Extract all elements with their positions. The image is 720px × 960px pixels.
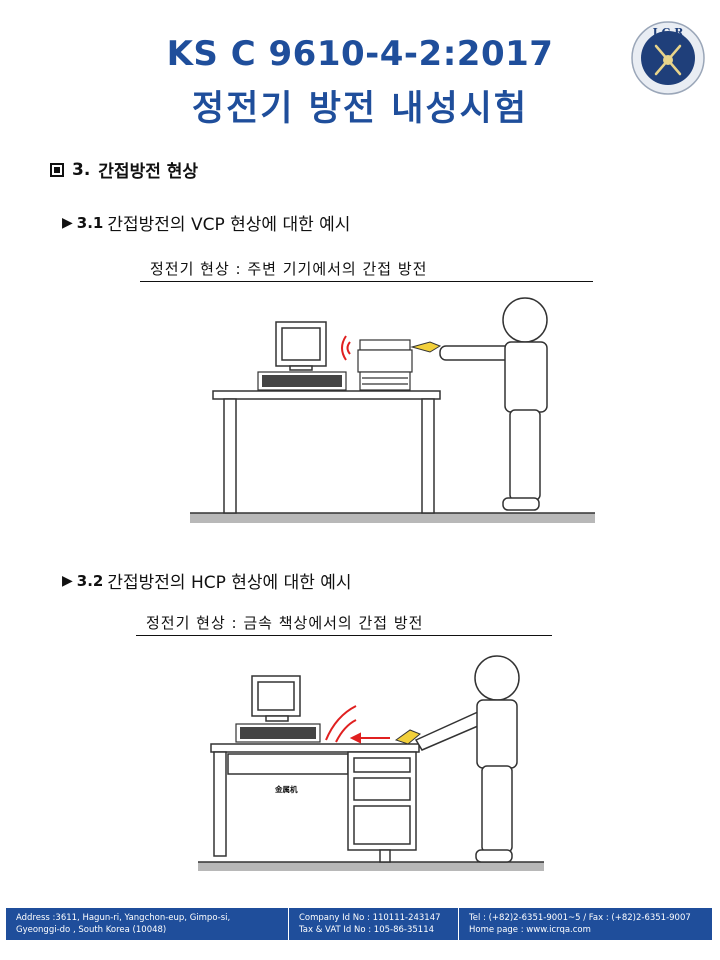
section-heading: 3. 간접방전 현상	[50, 157, 198, 182]
triangle-bullet-icon: ▶	[62, 572, 73, 589]
spark-waves	[341, 335, 351, 361]
page-subtitle: 정전기 방전 내성시험	[191, 89, 529, 129]
printer	[357, 339, 413, 391]
figure-caption-1: 정전기 현상 : 주변 기기에서의 간접 방전	[140, 258, 593, 282]
footer-address: Address :3611, Hagun-ri, Yangchon-eup, G…	[6, 908, 289, 940]
subsection-heading-1: ▶ 3.1 간접방전의 VCP 현상에 대한 예시	[62, 210, 351, 236]
spark-waves	[325, 705, 390, 744]
esd-gun	[394, 729, 421, 745]
footer-company-ids: Company Id No : 110111-243147 Tax & VAT …	[289, 908, 459, 940]
esd-gun	[410, 341, 442, 353]
floor	[190, 512, 595, 523]
keyboard	[235, 723, 321, 743]
subsection-title: 간접방전의 HCP 현상에 대한 예시	[107, 573, 352, 593]
figure-hcp-illustration: 金属机	[198, 655, 544, 871]
subsection-number: 3.2	[76, 571, 104, 590]
logo-text: I C R	[653, 26, 685, 39]
keyboard	[257, 371, 347, 391]
icr-logo: I C R	[631, 21, 705, 95]
person	[439, 297, 548, 511]
homepage-link[interactable]: Home page : www.icrqa.com	[469, 925, 591, 935]
person	[414, 655, 520, 863]
floor	[198, 861, 544, 871]
monitor	[275, 321, 327, 371]
section-title: 간접방전 현상	[98, 162, 199, 182]
metal-desk	[210, 743, 420, 863]
checkbox-square-icon	[50, 162, 64, 177]
footer-contact: Tel : (+82)2-6351-9001~5 / Fax : (+82)2-…	[459, 908, 712, 940]
subsection-title: 간접방전의 VCP 현상에 대한 예시	[107, 215, 351, 235]
figure-caption-2: 정전기 현상 : 금속 책상에서의 간접 방전	[136, 612, 552, 636]
page-title: KS C 9610-4-2:2017	[166, 34, 554, 74]
section-number: 3.	[72, 159, 91, 180]
subsection-heading-2: ▶ 3.2 간접방전의 HCP 현상에 대한 예시	[62, 568, 352, 594]
monitor	[251, 675, 301, 722]
table	[212, 390, 441, 514]
subsection-number: 3.1	[76, 213, 104, 232]
triangle-bullet-icon: ▶	[62, 214, 73, 231]
figure-vcp-illustration	[190, 297, 595, 523]
footer-bar: Address :3611, Hagun-ri, Yangchon-eup, G…	[6, 908, 712, 940]
desk-label: 金属机	[274, 784, 298, 794]
